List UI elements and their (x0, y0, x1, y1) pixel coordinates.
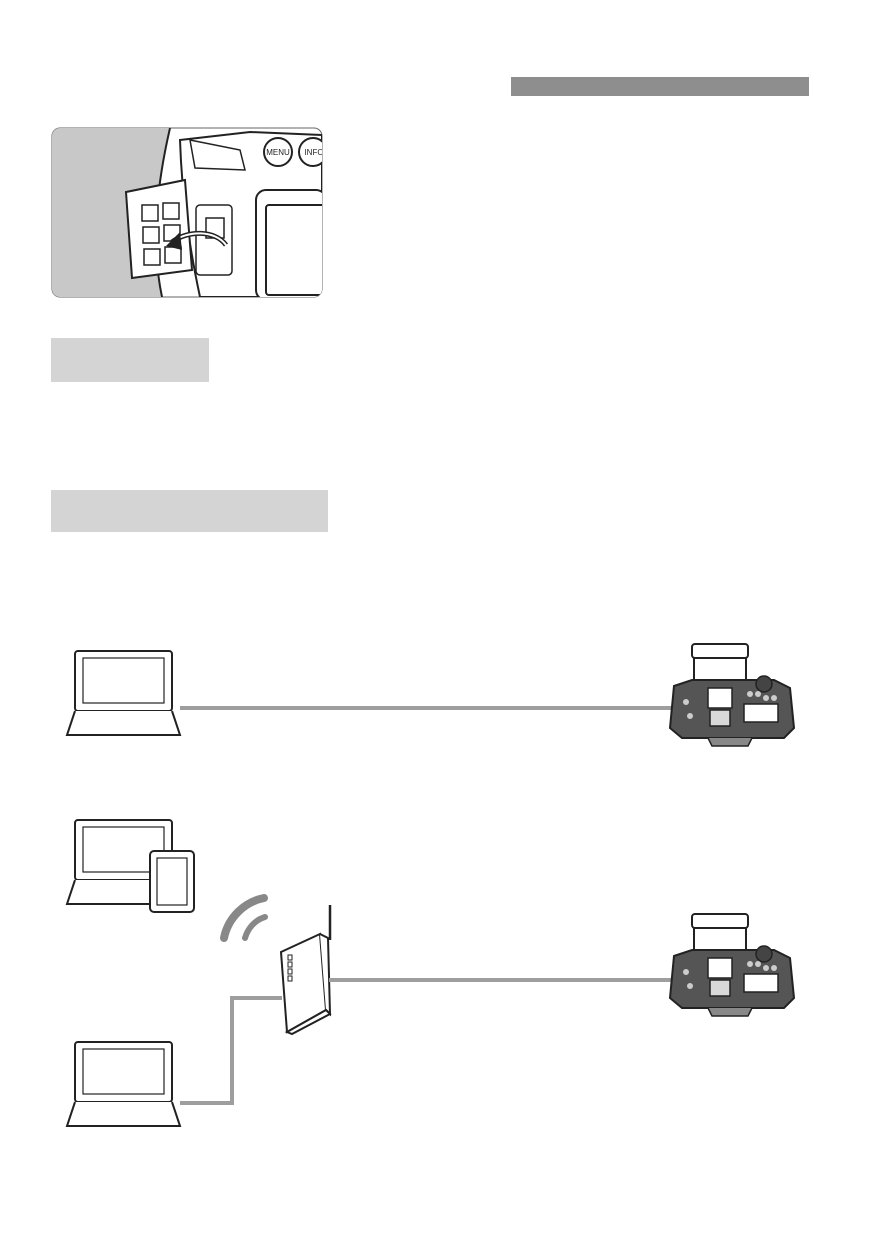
router-connection-diagram (65, 819, 796, 1127)
laptop-icon (65, 650, 182, 736)
menu-button-label: MENU (266, 148, 290, 157)
cable (180, 996, 282, 1105)
section-heading-box (51, 338, 209, 382)
camera-icon (668, 643, 796, 747)
section-header-bar (511, 77, 809, 96)
direct-connection-diagram (65, 643, 796, 747)
section-heading-box-2 (51, 490, 328, 532)
router-icon (279, 905, 332, 1036)
wifi-icon (220, 894, 268, 942)
info-button-label: INFO (304, 148, 323, 157)
laptop-icon (65, 1041, 182, 1127)
terminal-cover-illustration: MENU INFO (51, 127, 323, 298)
camera-icon (668, 913, 796, 1017)
tablet-icon (149, 850, 195, 913)
laptop-icon (65, 819, 182, 905)
